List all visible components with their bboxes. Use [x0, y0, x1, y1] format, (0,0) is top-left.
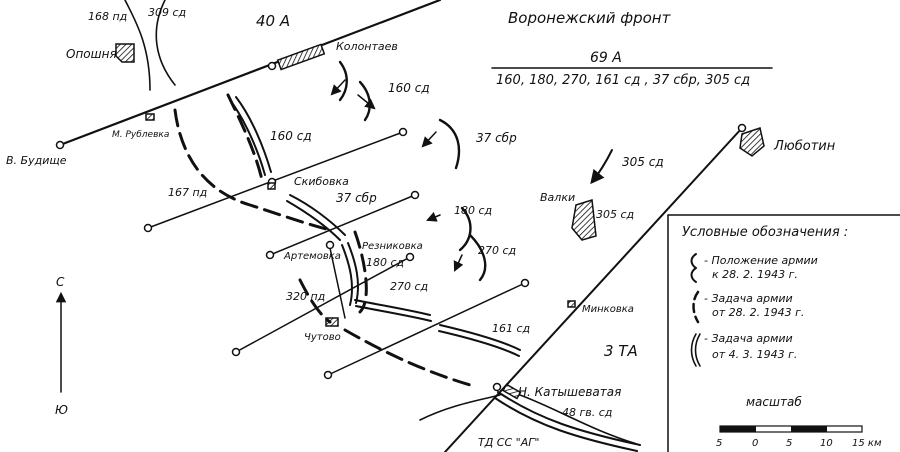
- unit-320pd: 320 пд: [286, 290, 325, 303]
- railway-artemovka: [269, 194, 416, 256]
- unit-168pd: 168 пд: [88, 10, 127, 23]
- compass-south-label: Ю: [55, 403, 68, 417]
- label-lyubotin: Люботин: [773, 139, 836, 154]
- unit-270sd-a: 270 сд: [478, 244, 516, 257]
- town-kolontaev: [276, 43, 326, 71]
- railway-north: [58, 0, 442, 147]
- scale-bar: масштаб 5 0 5 10 15 км: [716, 395, 882, 449]
- unit-305sd-b: 305 сд: [596, 208, 634, 221]
- label-oposhnya: Опошня: [66, 47, 117, 61]
- legend-symbol-task-4-a: [690, 333, 697, 367]
- front-title: Воронежский фронт: [508, 9, 672, 27]
- legend-symbol-task-4-b: [694, 333, 701, 367]
- scale-tick-5-left: 5: [716, 438, 722, 449]
- legend-title: Условные обозначения :: [682, 225, 848, 240]
- label-skibovka: Скибовка: [294, 175, 349, 188]
- label-v-budishche: В. Будище: [6, 154, 67, 167]
- legend-item3-line1: - Задача армии: [704, 332, 793, 345]
- railway-chutovo: [235, 256, 411, 353]
- compass-north-label: С: [56, 275, 65, 289]
- compass: С Ю: [55, 275, 68, 417]
- unit-270sd-b: 270 сд: [390, 280, 428, 293]
- river-lines: [124, 0, 641, 446]
- unit-305sd-a: 305 сд: [622, 155, 664, 169]
- legend-symbol-task-28: [692, 290, 700, 324]
- army-header: 69 А: [590, 50, 622, 66]
- unit-167pd: 167 пд: [168, 186, 207, 199]
- unit-37sbr-a: 37 сбр: [476, 131, 517, 145]
- railway-east: [444, 127, 743, 452]
- legend: Условные обозначения : - Положение армии…: [667, 214, 900, 452]
- unit-48gv: 48 гв. сд: [562, 406, 612, 419]
- unit-309sd: 309 сд: [148, 6, 186, 19]
- label-chutovo: Чутово: [304, 332, 341, 343]
- town-minkovka: [567, 300, 576, 308]
- legend-item1-line2: к 28. 2. 1943 г.: [712, 268, 798, 281]
- town-skibovka: [267, 182, 276, 190]
- front-lines: [173, 60, 641, 452]
- railway-end-dots: [55, 61, 747, 392]
- unit-3ta: 3 ТА: [604, 342, 638, 360]
- town-n-katyshevataya: [502, 383, 522, 400]
- scale-tick-0: 0: [752, 438, 758, 449]
- legend-item1-line1: - Положение армии: [704, 254, 818, 267]
- legend-item2-line2: от 28. 2. 1943 г.: [712, 306, 804, 319]
- railway-link: [329, 247, 346, 319]
- town-valki: [571, 199, 597, 241]
- label-m-ryabovka: М. Рублевка: [112, 130, 169, 140]
- label-n-katyshevataya: Н. Катышеватая: [518, 385, 621, 399]
- town-lyubotin: [739, 127, 765, 157]
- railway-south: [327, 282, 526, 376]
- attack-arrows: [330, 79, 613, 272]
- army-composition: 160, 180, 270, 161 сд , 37 сбр, 305 сд: [496, 73, 750, 88]
- unit-160sd-b: 160 сд: [270, 129, 312, 143]
- legend-symbol-position: [690, 253, 697, 283]
- town-chutovo: [325, 317, 339, 327]
- unit-37sbr-b: 37 сбр: [336, 191, 377, 205]
- scale-tick-15: 15 км: [852, 438, 882, 449]
- town-m-ryabovka: [145, 113, 155, 121]
- unit-tdss: ТД СС "АГ": [478, 436, 539, 449]
- label-valki: Валки: [540, 191, 575, 204]
- legend-item3-line2: от 4. 3. 1943 г.: [712, 348, 797, 361]
- unit-180sd-b: 180 сд: [366, 256, 404, 269]
- unit-180sd-a: 180 сд: [454, 204, 492, 217]
- label-artemovka: Артемовка: [283, 251, 341, 262]
- legend-item2-line1: - Задача армии: [704, 292, 793, 305]
- scale-tick-10: 10: [820, 438, 833, 449]
- label-kolontaev: Колонтаев: [336, 40, 398, 53]
- unit-161sd: 161 сд: [492, 322, 530, 335]
- unit-40a: 40 А: [256, 12, 290, 30]
- label-reznikovo: Резниковка: [362, 241, 423, 252]
- town-oposhnya: [115, 43, 135, 63]
- scale-tick-5: 5: [786, 438, 792, 449]
- unit-160sd-a: 160 сд: [388, 81, 430, 95]
- label-minkovka: Минковка: [582, 304, 634, 315]
- scale-title: масштаб: [746, 395, 802, 409]
- towns: [115, 43, 765, 400]
